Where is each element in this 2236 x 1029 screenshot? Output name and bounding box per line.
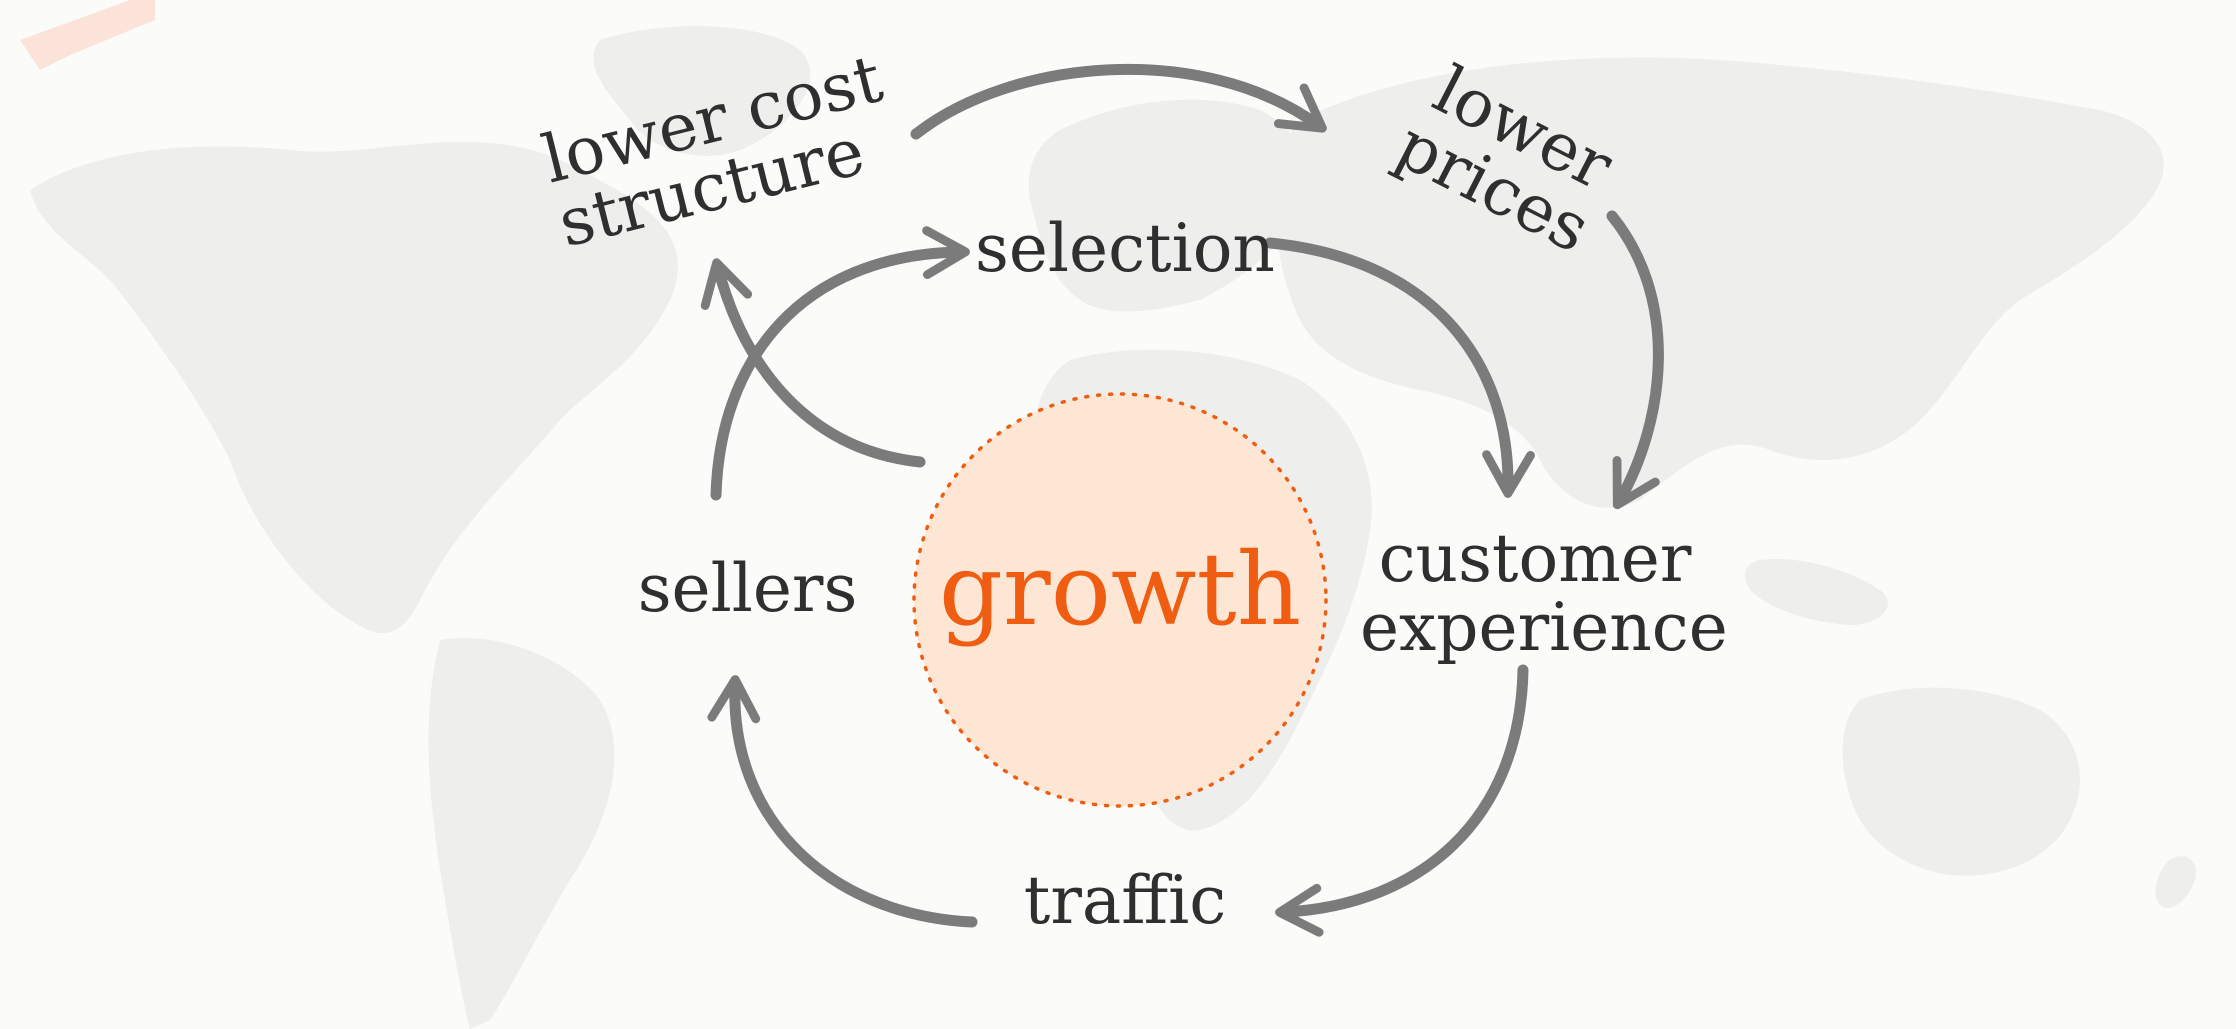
north-america-shape — [30, 141, 678, 634]
customer-experience-line-1: customer — [1378, 520, 1692, 597]
traffic-label: traffic — [1023, 862, 1227, 939]
australia-shape — [1842, 687, 2080, 876]
arrow-sellers-to-selection — [710, 226, 970, 501]
europe-shape — [1028, 99, 1308, 312]
growth-label: growth — [938, 531, 1302, 648]
customer-experience-label: customer experience — [1360, 520, 1728, 667]
sellers-label: sellers — [637, 550, 858, 627]
growth-circle — [912, 392, 1328, 808]
arrow-customer-experience-to-traffic — [1275, 664, 1529, 937]
arrow-lower-cost-to-lower-prices — [910, 63, 1327, 140]
arrow-selection-to-customer-experience — [1264, 237, 1535, 498]
south-america-shape — [428, 638, 615, 1029]
selection-label: selection — [975, 210, 1275, 287]
new-zealand-shape — [2155, 856, 2196, 909]
greenland-shape — [593, 26, 811, 156]
customer-experience-line-2: experience — [1360, 589, 1728, 667]
corner-logo-mark — [20, 0, 155, 70]
arrow-traffic-to-sellers — [707, 675, 978, 928]
southeast-asia-islands-shape — [1744, 559, 1889, 625]
arrow-growth-to-lower-cost — [700, 258, 926, 468]
arrow-lower-prices-to-customer-experience — [1606, 210, 1664, 510]
